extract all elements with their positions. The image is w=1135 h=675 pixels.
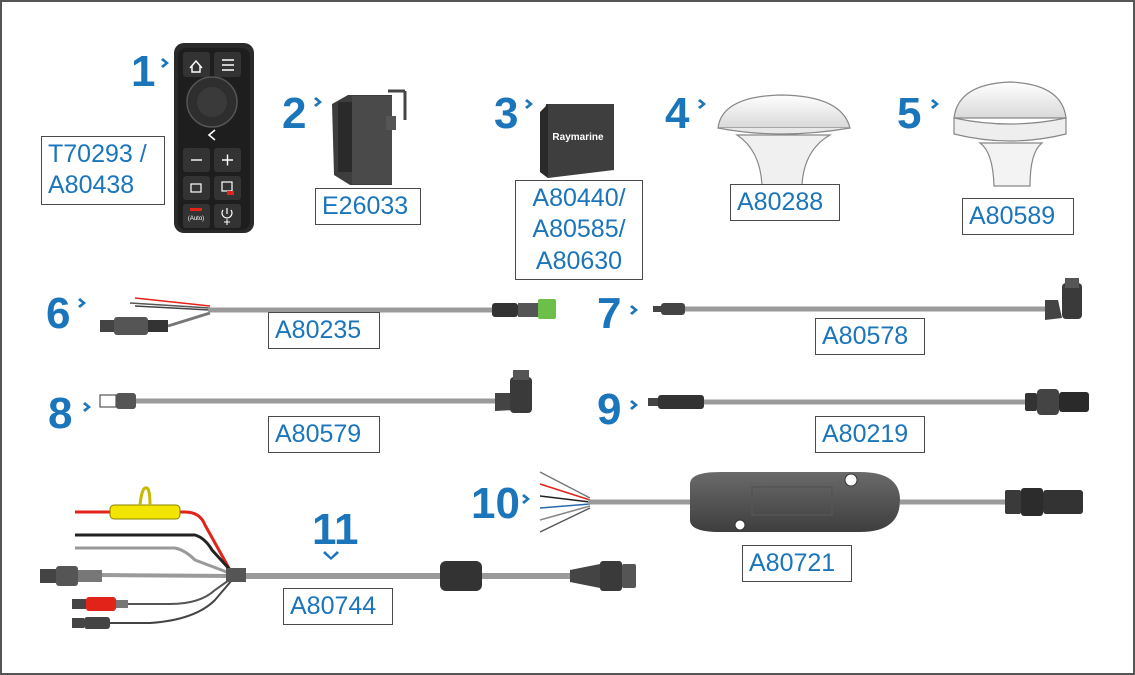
part-label-1: T70293 / A80438 — [41, 136, 165, 205]
item-number-8: 8 — [48, 389, 73, 438]
part-number: A80579 — [275, 420, 362, 448]
plus-icon — [222, 154, 233, 166]
part-number: A80589 — [969, 202, 1056, 230]
bracket-module-device — [332, 89, 407, 185]
backlight-icon — [224, 219, 230, 225]
item-number-7: 7 — [597, 289, 622, 338]
part-number: A80721 — [749, 549, 836, 577]
part-number: A80438 — [48, 171, 135, 200]
arrow-11 — [323, 551, 339, 560]
brand-text: Raymarine — [552, 132, 604, 143]
part-label-3: A80440/ A80585/ A80630 — [515, 180, 643, 280]
part-label-2: E26033 — [315, 188, 421, 226]
part-number: A80578 — [822, 322, 909, 350]
interface-module-device — [539, 471, 1083, 533]
usb-a-cable-device — [99, 370, 532, 413]
arrow-7 — [630, 305, 638, 315]
part-number: A80288 — [737, 188, 824, 216]
part-label-6: A80235 — [268, 312, 380, 350]
auto-text: (Auto) — [188, 216, 204, 222]
keypad-device: (Auto) — [174, 43, 254, 233]
arrow-5 — [931, 99, 939, 109]
arrow-10 — [522, 494, 530, 504]
part-label-7: A80578 — [815, 318, 925, 356]
item-number-10: 10 — [471, 479, 520, 528]
part-label-5: A80589 — [962, 198, 1074, 236]
menu-icon — [222, 59, 234, 71]
item-number-11: 11 — [312, 505, 359, 554]
pages-icon — [190, 183, 202, 193]
power-cable-device — [100, 297, 556, 335]
part-label-10: A80721 — [742, 545, 852, 583]
display-unit-device: Raymarine — [540, 104, 614, 178]
power-icon — [221, 208, 233, 219]
arrow-3 — [525, 99, 533, 109]
gps-antenna-dome-device — [717, 94, 851, 186]
arrow-1 — [161, 58, 169, 68]
part-number: A80630 — [535, 246, 623, 275]
arrow-6 — [78, 298, 86, 308]
part-label-9: A80219 — [815, 416, 925, 454]
part-label-4: A80288 — [730, 184, 840, 222]
item-number-4: 4 — [665, 89, 690, 138]
network-adaptor-cable-device — [648, 389, 1089, 415]
part-number: A80440/ — [532, 184, 626, 212]
part-number: T70293 / — [48, 140, 147, 168]
home-icon — [189, 59, 203, 73]
back-icon — [207, 129, 216, 141]
arrow-8 — [83, 402, 91, 412]
arrow-4 — [698, 99, 706, 109]
item-number-2: 2 — [282, 89, 307, 138]
item-number-1: 1 — [131, 47, 156, 96]
micro-usb-cable-device — [653, 278, 1082, 320]
part-number: A80235 — [275, 316, 362, 344]
part-label-11: A80744 — [283, 588, 393, 626]
part-number: E26033 — [322, 192, 409, 220]
item-number-3: 3 — [494, 89, 519, 138]
multi-connector-cable-device — [40, 486, 636, 629]
arrow-9 — [630, 400, 638, 410]
gps-antenna-pole-device — [953, 81, 1067, 187]
item-number-5: 5 — [897, 89, 922, 138]
item-number-9: 9 — [597, 385, 622, 434]
part-number: A80585/ — [532, 215, 626, 244]
arrow-markers — [78, 58, 939, 560]
item-number-6: 6 — [46, 289, 71, 338]
part-number: A80219 — [822, 420, 909, 448]
part-label-8: A80579 — [268, 416, 380, 454]
part-number: A80744 — [290, 592, 377, 620]
arrow-2 — [314, 97, 322, 107]
